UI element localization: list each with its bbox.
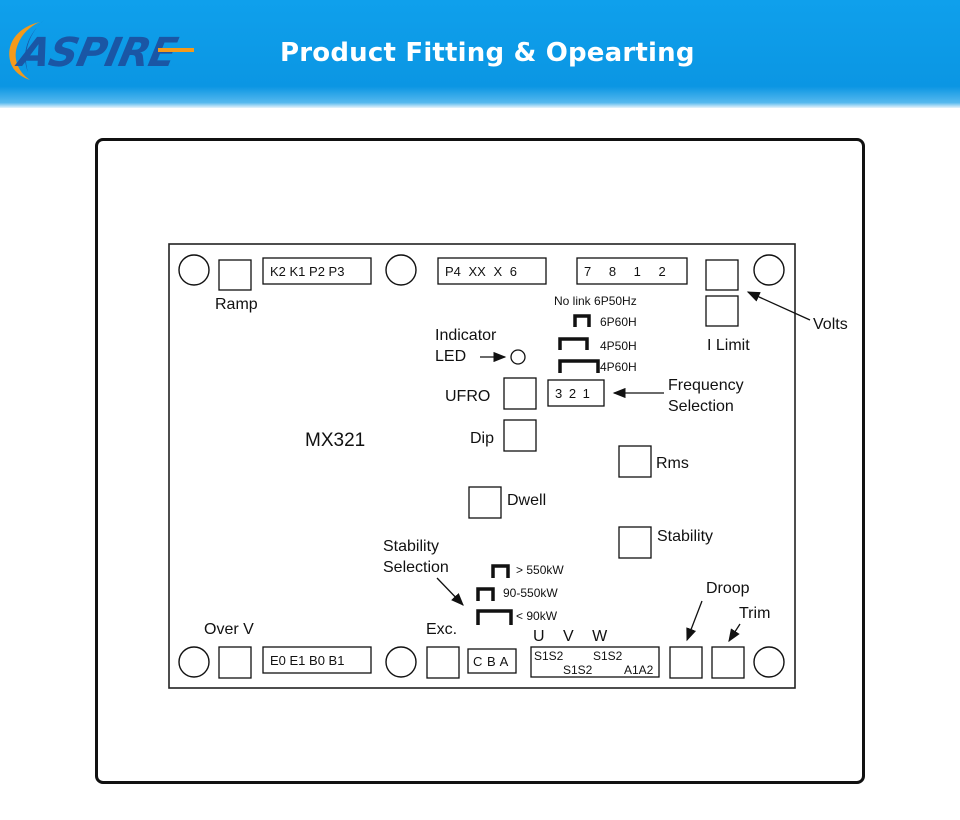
frequency-terminal-label: 3 2 1 xyxy=(555,386,590,401)
sensing-label-bottom-left: S1S2 xyxy=(563,663,593,677)
stability-pot xyxy=(618,526,652,559)
trim-arrow xyxy=(728,623,741,643)
freq-link-3: 4P60H xyxy=(600,360,637,374)
stability-jumper-90-550 xyxy=(476,587,495,601)
dwell-label: Dwell xyxy=(507,492,546,509)
page-title: Product Fitting & Opearting xyxy=(280,38,695,68)
dwell-pot xyxy=(468,486,502,519)
volts-arrow xyxy=(746,291,811,321)
ramp-pot xyxy=(218,259,252,291)
sensing-label-top-right: S1S2 xyxy=(593,649,623,663)
rms-label: Rms xyxy=(656,455,689,472)
terminal-e0-b1-label: E0 E1 B0 B1 xyxy=(270,653,344,668)
freq-jumper-6p60 xyxy=(573,314,591,327)
dip-pot xyxy=(503,419,537,452)
terminal-block-cba xyxy=(467,648,517,674)
trim-pot xyxy=(711,646,745,679)
mounting-hole xyxy=(753,254,785,286)
exc-pot xyxy=(426,646,460,679)
droop-pot xyxy=(669,646,703,679)
exc-label: Exc. xyxy=(426,621,457,638)
over-v-pot xyxy=(218,646,252,679)
frequency-terminal xyxy=(547,379,605,407)
mounting-hole xyxy=(178,646,210,678)
header-banner: ASPIRE Product Fitting & Opearting xyxy=(0,0,960,108)
frequency-selection-label-2: Selection xyxy=(668,398,734,415)
indicator-led-label-2: LED xyxy=(435,348,466,365)
stability-link-1: 90-550kW xyxy=(503,586,558,600)
stability-selection-label-1: Stability xyxy=(383,538,439,555)
volts-pot xyxy=(705,259,739,291)
stability-label: Stability xyxy=(657,528,713,545)
over-v-label: Over V xyxy=(204,621,254,638)
terminal-k2-p3-label: K2 K1 P2 P3 xyxy=(270,264,344,279)
sensing-terminal-block xyxy=(530,646,660,678)
ufro-pot xyxy=(503,377,537,410)
sensing-label-top-left: S1S2 xyxy=(534,649,564,663)
sensing-label-bottom-right: A1A2 xyxy=(624,663,654,677)
freq-jumper-4p60 xyxy=(558,359,600,373)
mounting-hole xyxy=(385,646,417,678)
i-limit-label: I Limit xyxy=(707,337,750,354)
stability-jumper-90 xyxy=(476,609,513,625)
mounting-hole xyxy=(753,646,785,678)
model-label: MX321 xyxy=(305,430,365,451)
ramp-label: Ramp xyxy=(215,296,258,313)
ufro-label: UFRO xyxy=(445,388,490,405)
indicator-led xyxy=(510,349,526,365)
indicator-led-label-1: Indicator xyxy=(435,327,497,344)
freq-link-0: No link 6P50Hz xyxy=(554,294,637,308)
i-limit-pot xyxy=(705,295,739,327)
trim-label: Trim xyxy=(739,605,770,622)
freq-jumper-4p50 xyxy=(558,337,589,350)
rms-pot xyxy=(618,445,652,478)
mounting-hole xyxy=(178,254,210,286)
terminal-block-k2-p3 xyxy=(262,257,372,285)
freq-link-2: 4P50H xyxy=(600,339,637,353)
terminal-block-7-2 xyxy=(576,257,688,285)
mounting-hole xyxy=(385,254,417,286)
droop-arrow xyxy=(686,600,703,642)
uvw-label: U V W xyxy=(533,628,608,645)
terminal-cba-label: C B A xyxy=(473,654,509,669)
board-outline xyxy=(168,243,796,689)
aspire-logo: ASPIRE xyxy=(9,20,194,80)
volts-label: Volts xyxy=(813,316,848,333)
frequency-selection-label-1: Frequency xyxy=(668,377,744,394)
stability-jumper-550 xyxy=(491,564,510,578)
terminal-p4-6-label: P4 XX X 6 xyxy=(445,264,517,279)
terminal-7-2-label: 7 8 1 2 xyxy=(584,264,666,279)
stability-link-0: > 550kW xyxy=(516,563,564,577)
terminal-block-e0-b1 xyxy=(262,646,372,674)
droop-label: Droop xyxy=(706,580,750,597)
freq-link-1: 6P60H xyxy=(600,315,637,329)
terminal-block-p4-6 xyxy=(437,257,547,285)
stability-selection-label-2: Selection xyxy=(383,559,449,576)
stability-selection-arrow xyxy=(436,577,464,606)
logo-text: ASPIRE xyxy=(12,28,182,75)
stability-link-2: < 90kW xyxy=(516,609,558,623)
dip-label: Dip xyxy=(470,430,494,447)
